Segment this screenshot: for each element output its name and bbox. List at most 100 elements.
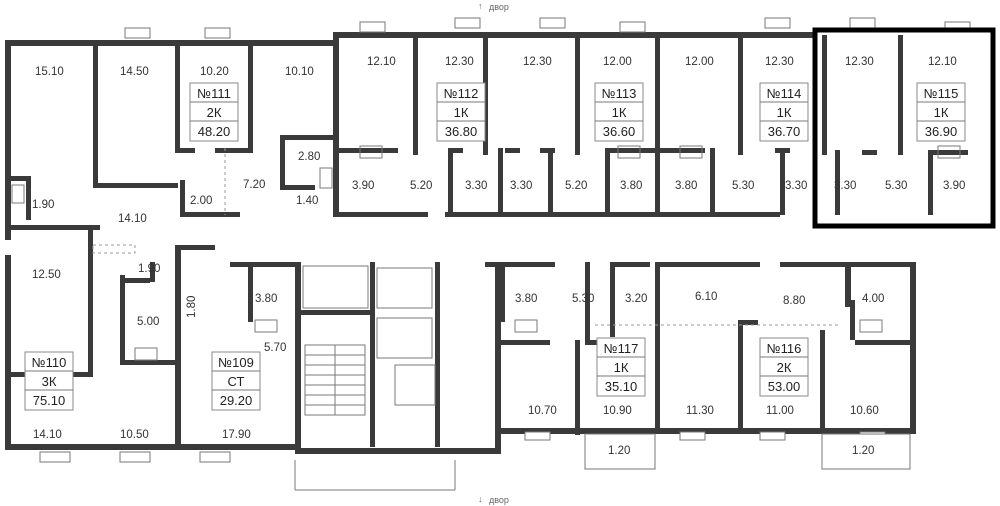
apartment-type: 1К bbox=[454, 105, 469, 120]
apartment-117[interactable]: №117 1К 35.10 bbox=[596, 337, 646, 397]
apartment-area: 75.10 bbox=[33, 393, 66, 408]
svg-text:↓: ↓ bbox=[478, 494, 483, 504]
apartment-type: 1К bbox=[934, 105, 949, 120]
room-area: 3.30 bbox=[510, 180, 532, 192]
apartment-number: №115 bbox=[924, 86, 959, 101]
apartment-type: 2К bbox=[777, 360, 792, 375]
apartment-area: 36.80 bbox=[445, 124, 478, 139]
room-area: 1.20 bbox=[852, 445, 874, 457]
stairwell bbox=[302, 265, 436, 416]
room-area: 3.30 bbox=[785, 180, 807, 192]
apartment-area: 29.20 bbox=[220, 393, 253, 408]
room-areas: 15.10 14.50 10.20 10.10 12.10 12.30 12.3… bbox=[32, 56, 965, 457]
apartment-type: 1К bbox=[612, 105, 627, 120]
apartment-type: 3К bbox=[42, 374, 57, 389]
fixtures bbox=[11, 145, 961, 491]
apartment-type: 2К bbox=[207, 105, 222, 120]
room-area: 10.70 bbox=[528, 405, 557, 417]
room-area: 2.00 bbox=[190, 195, 212, 207]
apartment-number: №117 bbox=[604, 341, 639, 356]
room-area: 8.80 bbox=[783, 295, 805, 307]
room-area: 3.90 bbox=[943, 180, 965, 192]
room-area: 1.20 bbox=[608, 445, 630, 457]
room-area: 15.10 bbox=[35, 66, 64, 78]
apartment-area: 36.60 bbox=[603, 124, 636, 139]
apartment-type: СТ bbox=[228, 374, 245, 389]
direction-bottom: ↓ двор bbox=[478, 494, 509, 505]
room-area: 12.30 bbox=[845, 56, 874, 68]
room-area: 12.00 bbox=[685, 56, 714, 68]
room-area: 10.50 bbox=[120, 429, 149, 441]
room-area: 12.10 bbox=[928, 56, 957, 68]
apartment-area: 36.70 bbox=[768, 124, 801, 139]
apartment-area: 35.10 bbox=[605, 379, 638, 394]
room-area: 14.10 bbox=[33, 429, 62, 441]
room-area: 3.80 bbox=[515, 293, 537, 305]
room-area: 12.30 bbox=[523, 56, 552, 68]
room-area: 3.30 bbox=[834, 180, 856, 192]
room-area: 3.90 bbox=[352, 180, 374, 192]
windows bbox=[39, 17, 971, 470]
room-area: 3.20 bbox=[625, 293, 647, 305]
apartment-number: №112 bbox=[444, 86, 479, 101]
room-area: 5.20 bbox=[410, 180, 432, 192]
apartment-number: №116 bbox=[767, 341, 802, 356]
room-area: 12.10 bbox=[367, 56, 396, 68]
apartment-116[interactable]: №116 2К 53.00 bbox=[759, 337, 809, 397]
apartment-109[interactable]: №109 СТ 29.20 bbox=[211, 351, 261, 411]
apartment-number: №110 bbox=[32, 355, 67, 370]
apartment-111[interactable]: №111 2К 48.20 bbox=[189, 82, 239, 142]
room-area: 4.00 bbox=[862, 293, 884, 305]
room-area: 10.20 bbox=[200, 66, 229, 78]
apartment-number: №113 bbox=[602, 86, 637, 101]
room-area: 3.80 bbox=[675, 180, 697, 192]
apartment-number: №109 bbox=[218, 355, 254, 370]
room-area: 10.90 bbox=[603, 405, 632, 417]
room-area: 1.90 bbox=[32, 199, 54, 211]
room-area: 11.00 bbox=[766, 405, 794, 417]
room-area: 12.00 bbox=[603, 56, 632, 68]
room-area: 7.20 bbox=[243, 179, 265, 191]
room-area: 6.10 bbox=[695, 291, 717, 303]
exterior-walls bbox=[5, 32, 916, 454]
room-area: 12.30 bbox=[765, 56, 794, 68]
direction-top: ↑ двор bbox=[478, 1, 509, 12]
direction-bottom-label: двор bbox=[489, 495, 509, 505]
apartment-114[interactable]: №114 1К 36.70 bbox=[759, 82, 809, 142]
room-area: 10.10 bbox=[285, 66, 314, 78]
apartment-110[interactable]: №110 3К 75.10 bbox=[24, 351, 74, 411]
room-area: 1.80 bbox=[186, 296, 198, 318]
room-area: 11.30 bbox=[686, 405, 714, 417]
room-area: 2.80 bbox=[298, 151, 320, 163]
room-area: 5.70 bbox=[264, 342, 286, 354]
room-area: 1.90 bbox=[138, 263, 160, 275]
apartment-113[interactable]: №113 1К 36.60 bbox=[594, 82, 644, 142]
room-area: 5.20 bbox=[565, 180, 587, 192]
interior-walls bbox=[10, 35, 968, 447]
room-area: 10.60 bbox=[850, 405, 879, 417]
room-area: 14.50 bbox=[120, 66, 149, 78]
apartment-area: 53.00 bbox=[768, 379, 801, 394]
apartment-type: 1К bbox=[777, 105, 792, 120]
room-area: 1.40 bbox=[296, 195, 318, 207]
room-area: 12.50 bbox=[32, 269, 61, 281]
room-area: 5.00 bbox=[137, 316, 159, 328]
room-area: 17.90 bbox=[222, 429, 251, 441]
apartment-112[interactable]: №112 1К 36.80 bbox=[436, 82, 486, 142]
apartment-type: 1К bbox=[614, 360, 629, 375]
highlight-outline bbox=[812, 27, 996, 229]
room-area: 12.30 bbox=[445, 56, 474, 68]
apartment-area: 36.90 bbox=[925, 124, 958, 139]
room-area: 14.10 bbox=[118, 213, 147, 225]
room-area: 5.30 bbox=[572, 293, 594, 305]
room-area: 3.80 bbox=[255, 293, 277, 305]
room-area: 5.30 bbox=[885, 180, 907, 192]
room-area: 3.80 bbox=[620, 180, 642, 192]
room-area: 3.30 bbox=[465, 180, 487, 192]
apartment-number: №114 bbox=[767, 86, 802, 101]
room-area: 5.30 bbox=[732, 180, 754, 192]
apartment-115[interactable]: №115 1К 36.90 bbox=[916, 82, 966, 142]
direction-top-label: двор bbox=[489, 2, 509, 12]
apartment-area: 48.20 bbox=[198, 124, 231, 139]
